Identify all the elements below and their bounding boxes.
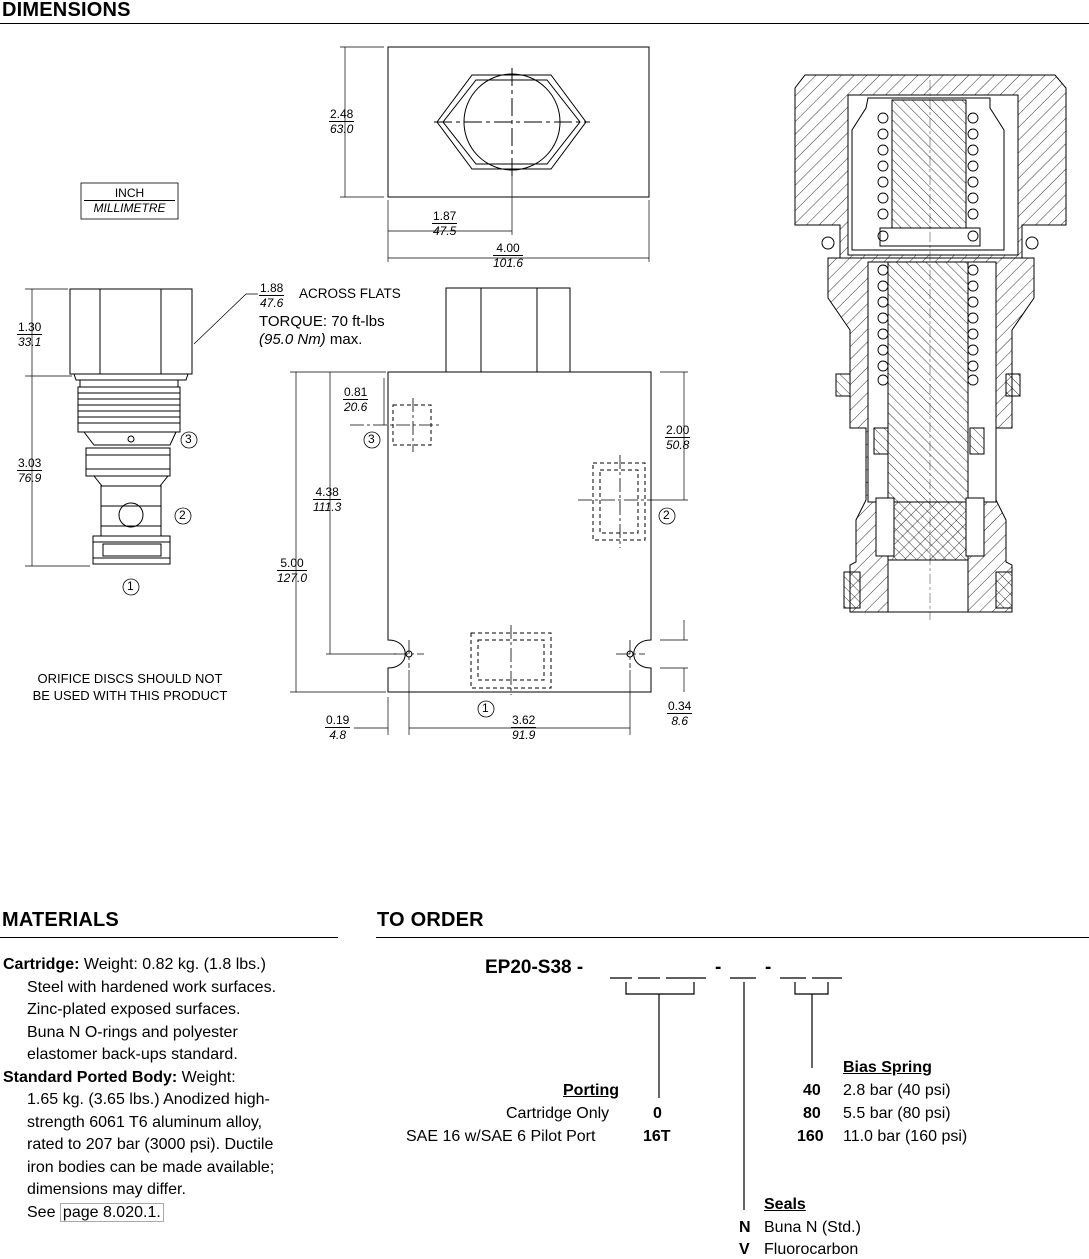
torque-spec: TORQUE: 70 ft-lbs (95.0 Nm) max.: [259, 313, 385, 348]
section-title-dimensions: DIMENSIONS: [2, 0, 131, 21]
top-view: [340, 46, 650, 262]
porting-option-label: SAE 16 w/SAE 6 Pilot Port: [406, 1128, 596, 1145]
bias-option-label: 2.8 bar (40 psi): [843, 1082, 951, 1099]
section-title-materials: MATERIALS: [2, 909, 119, 931]
bias-option-code: 40: [803, 1082, 821, 1099]
porting-option-code: 16T: [643, 1128, 671, 1145]
legend-inch: INCH: [84, 186, 175, 201]
orifice-note: ORIFICE DISCS SHOULD NOT BE USED WITH TH…: [32, 671, 228, 703]
bias-option-code: 160: [797, 1128, 824, 1145]
cartridge-side-view: [25, 288, 258, 567]
cartridge-label: Cartridge:: [3, 956, 80, 973]
porting-option-label: Cartridge Only: [506, 1105, 610, 1122]
units-legend: INCH MILLIMETRE: [84, 186, 175, 215]
body-port-1-label: 1: [482, 701, 489, 715]
port-2-label: 2: [179, 508, 186, 522]
seals-option-code: V: [739, 1241, 750, 1258]
seals-title: Seals: [764, 1196, 806, 1213]
bias-spring-title: Bias Spring: [843, 1059, 932, 1076]
model-code: EP20-S38 -: [485, 957, 584, 978]
model-separator-2: -: [765, 957, 772, 978]
ported-body-view: [290, 287, 688, 735]
legend-millimetre: MILLIMETRE: [93, 201, 166, 215]
port-3-label: 3: [185, 432, 192, 446]
order-rule: [376, 937, 1089, 938]
page-link[interactable]: page 8.020.1.: [59, 1202, 164, 1222]
legend-box: [80, 182, 179, 220]
body-port-3-label: 3: [368, 432, 375, 446]
section-rule: [0, 23, 1089, 24]
across-flats-label: ACROSS FLATS: [299, 286, 401, 301]
porting-option-code: 0: [653, 1105, 662, 1122]
seals-option-label: Buna N (Std.): [764, 1219, 861, 1236]
cross-section-view: [794, 74, 1067, 620]
body-port-2-label: 2: [663, 508, 670, 522]
section-title-to-order: TO ORDER: [377, 909, 484, 931]
body-label: Standard Ported Body:: [3, 1068, 178, 1086]
porting-title: Porting: [563, 1082, 619, 1099]
bias-option-label: 5.5 bar (80 psi): [843, 1105, 951, 1122]
seals-option-code: N: [739, 1219, 751, 1236]
bias-option-label: 11.0 bar (160 psi): [843, 1128, 968, 1145]
materials-text: Cartridge: Weight: 0.82 kg. (1.8 lbs.) S…: [3, 956, 277, 1222]
port-1-label: 1: [127, 579, 134, 593]
materials-rule: [0, 937, 338, 938]
seals-option-label: Fluorocarbon: [764, 1241, 859, 1258]
model-separator-1: -: [715, 957, 722, 978]
bias-option-code: 80: [803, 1105, 821, 1122]
dimension-drawings: [25, 46, 1067, 735]
